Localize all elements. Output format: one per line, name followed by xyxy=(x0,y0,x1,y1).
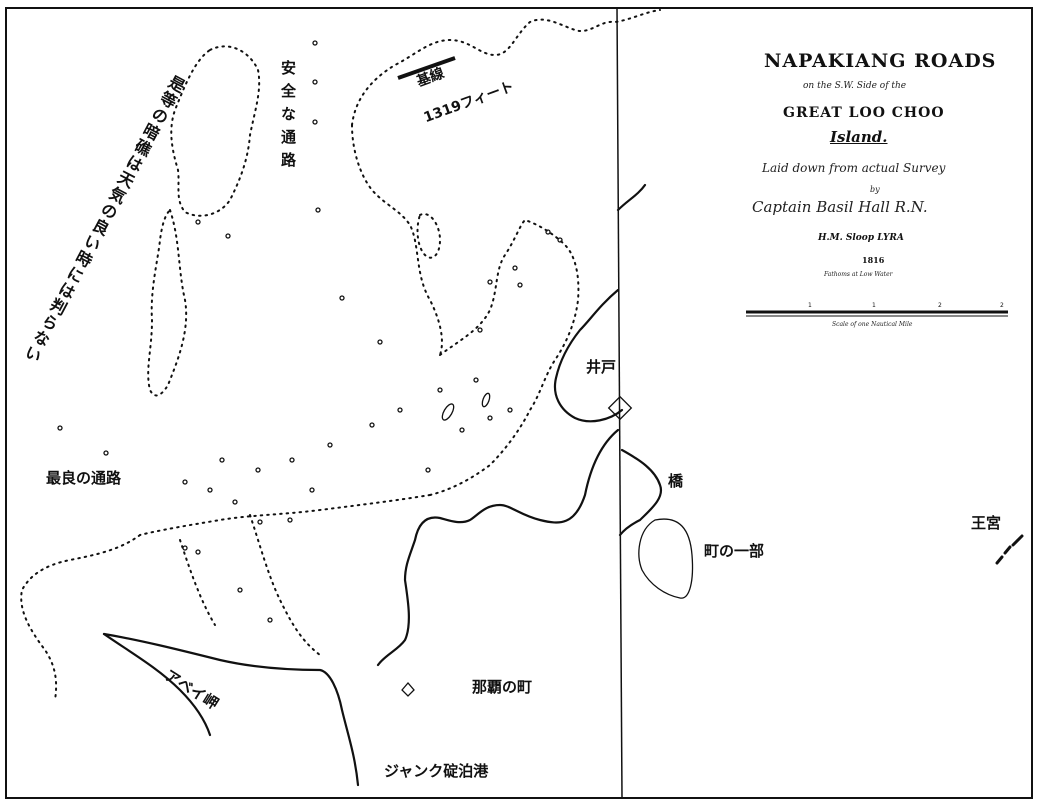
title-survey-note: Laid down from actual Survey xyxy=(762,161,946,175)
title-author: Captain Basil Hall R.N. xyxy=(752,198,928,216)
town-outline xyxy=(638,518,694,599)
title-ship: H.M. Sloop LYRA xyxy=(818,233,904,243)
river-east xyxy=(618,448,663,537)
coast-north-river xyxy=(616,183,647,212)
label-well: 井戸 xyxy=(586,358,617,376)
reef-upper-peninsula xyxy=(351,9,661,126)
reef-southwest xyxy=(20,534,141,701)
label-best-channel: 最良の通路 xyxy=(46,469,122,487)
label-naha-town: 那覇の町 xyxy=(472,678,533,696)
title-island-name: GREAT LOO CHOO xyxy=(783,105,945,121)
label-palace: 王宮 xyxy=(971,514,1002,532)
reef-baseline-shore xyxy=(351,124,443,356)
title-year: 1816 xyxy=(862,255,885,265)
reef-left-island xyxy=(147,208,188,397)
title-scale-caption: Fathoms at Low Water xyxy=(824,271,893,278)
label-safe-channel: 安全な通路 xyxy=(279,60,297,175)
reef-inner-lower xyxy=(249,514,321,656)
reef-south xyxy=(139,494,431,536)
label-bridge: 橋 xyxy=(668,472,684,490)
title-scale-note: Scale of one Nautical Mile xyxy=(832,321,913,328)
palace-mark-3 xyxy=(1011,534,1024,547)
scale-tick-2: 2 xyxy=(938,302,942,309)
coast-south-shore xyxy=(376,428,620,667)
junk-harbor-mark xyxy=(401,682,415,697)
label-junk-harbor: ジャンク碇泊港 xyxy=(384,762,489,780)
map-frame xyxy=(5,7,1033,799)
title-island: Island. xyxy=(830,128,888,146)
reef-inner-lower-2 xyxy=(179,539,216,626)
well-marker xyxy=(607,395,633,421)
scale-tick-0: 1 xyxy=(808,302,812,309)
title-by: by xyxy=(870,185,880,194)
palace-mark-2 xyxy=(1003,545,1012,555)
coast-cape-abei-inner xyxy=(102,632,212,737)
title-divider xyxy=(616,7,623,799)
scale-tick-1: 1 xyxy=(872,302,876,309)
map-title: NAPAKIANG ROADS xyxy=(764,50,997,72)
title-subtitle-1: on the S.W. Side of the xyxy=(803,81,907,91)
coast-cape-abei xyxy=(102,632,360,787)
reef-small-island xyxy=(416,213,442,259)
palace-mark-1 xyxy=(995,555,1004,565)
baseline-bar xyxy=(397,56,456,80)
scale-tick-3: 2 xyxy=(1000,302,1004,309)
coast-east-shore xyxy=(553,288,624,423)
label-town-part: 町の一部 xyxy=(704,542,765,560)
reef-left-north xyxy=(170,45,261,217)
reef-east xyxy=(429,218,580,496)
